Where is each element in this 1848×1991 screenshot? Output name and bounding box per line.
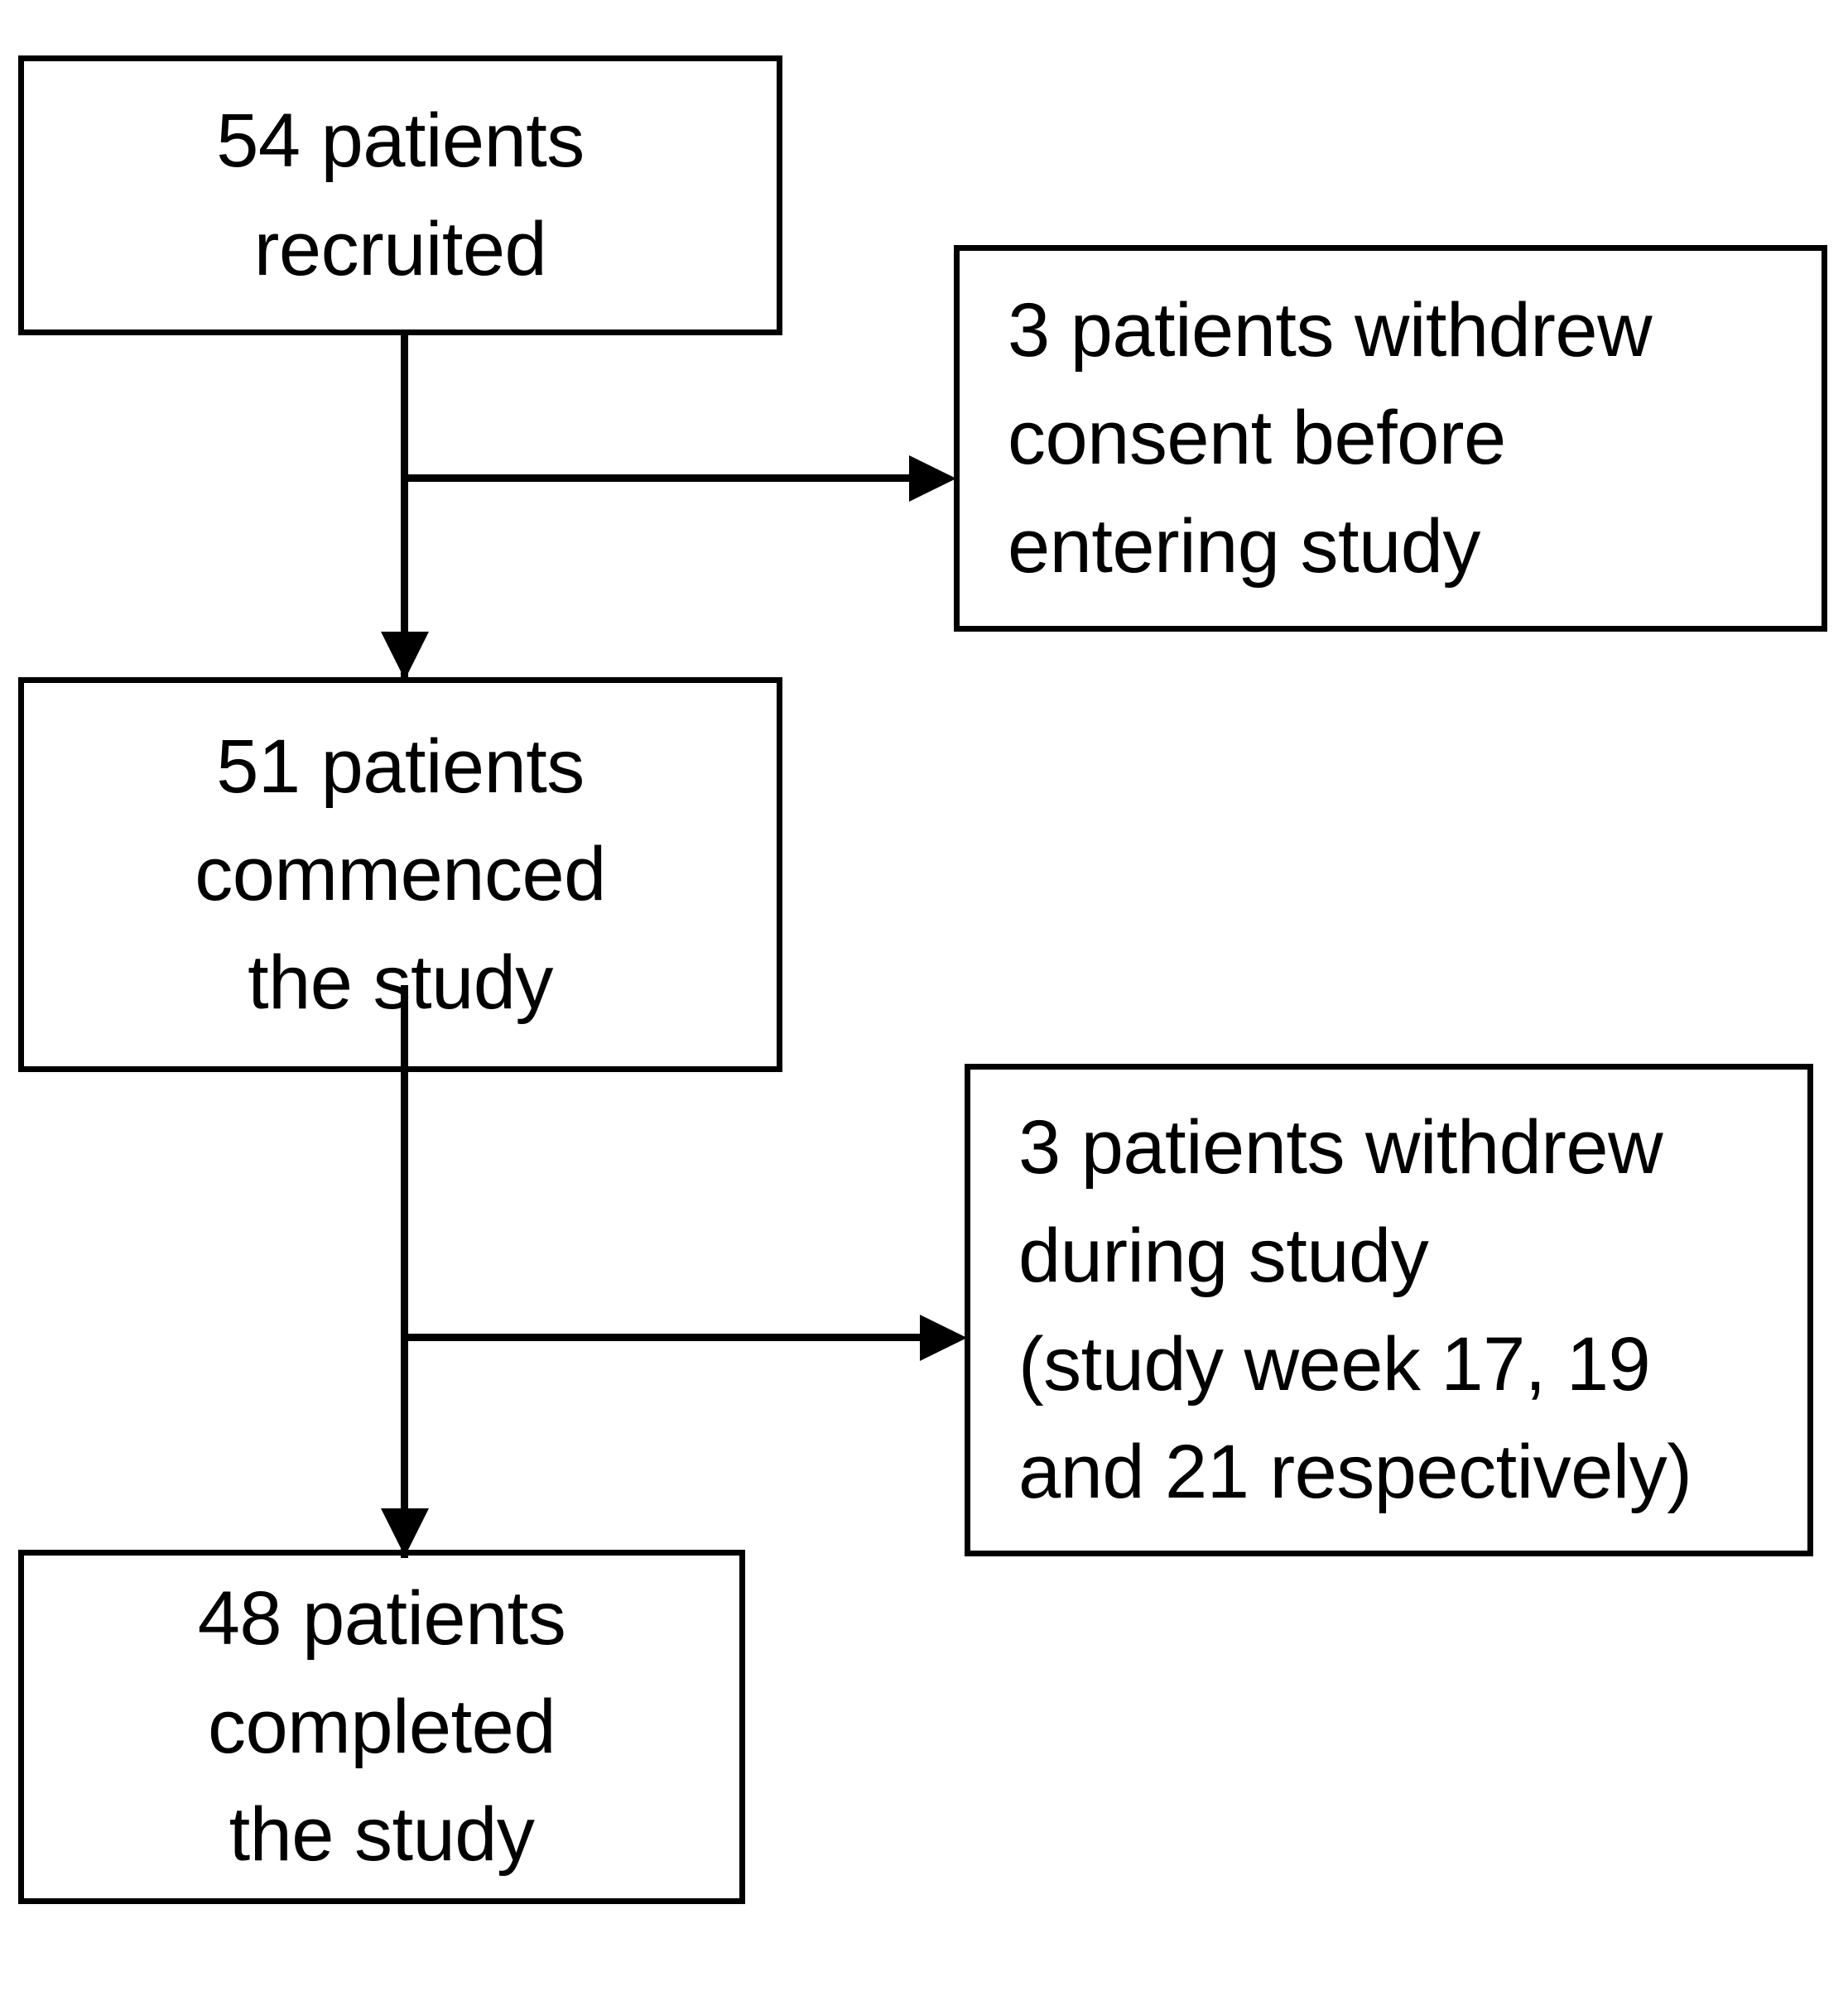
- node-withdrew-before-line-3: entering study: [1008, 503, 1480, 589]
- arrowhead-right-to-withdrew-during: [920, 1315, 967, 1361]
- arrowhead-right-to-withdrew-before: [909, 455, 956, 502]
- connector-recruited-to-commenced: [401, 335, 408, 683]
- node-commenced-line-3: the study: [248, 940, 553, 1025]
- node-withdrew-during-study: 3 patients withdrew during study (study …: [965, 1064, 1813, 1556]
- node-withdrew-during-line-3: (study week 17, 19: [1018, 1321, 1651, 1407]
- node-completed-line-1: 48 patients: [197, 1576, 566, 1662]
- node-completed: 48 patients completed the study: [18, 1550, 745, 1904]
- node-commenced-line-1: 51 patients: [216, 724, 585, 809]
- node-recruited: 54 patients recruited: [18, 55, 782, 335]
- connector-commenced-to-withdrew-during: [404, 1334, 936, 1341]
- node-withdrew-before-entering: 3 patients withdrew consent before enter…: [954, 245, 1827, 632]
- node-completed-line-3: the study: [229, 1792, 535, 1878]
- node-withdrew-during-line-1: 3 patients withdrew: [1018, 1105, 1663, 1190]
- node-withdrew-before-line-1: 3 patients withdrew: [1008, 287, 1653, 373]
- node-withdrew-before-line-2: consent before: [1008, 396, 1506, 481]
- node-recruited-line-2: recruited: [253, 207, 547, 291]
- connector-commenced-to-completed: [401, 985, 408, 1558]
- node-commenced-line-2: commenced: [195, 832, 606, 917]
- node-withdrew-during-line-2: during study: [1018, 1213, 1429, 1298]
- node-completed-line-2: completed: [208, 1684, 556, 1769]
- connector-recruited-to-withdrew-before: [404, 474, 926, 482]
- node-recruited-line-1: 54 patients: [216, 99, 585, 184]
- arrowhead-down-to-commenced: [381, 632, 429, 680]
- node-commenced: 51 patients commenced the study: [18, 677, 782, 1072]
- arrowhead-down-to-completed: [381, 1508, 429, 1556]
- node-withdrew-during-line-4: and 21 respectively): [1018, 1430, 1692, 1515]
